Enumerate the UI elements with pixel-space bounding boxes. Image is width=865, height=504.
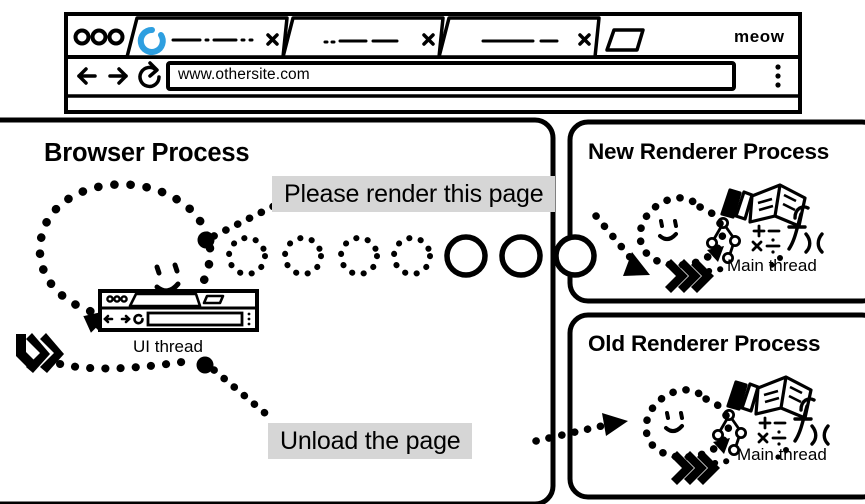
chevron-arrows-icon <box>16 333 64 373</box>
dotted-circle-icon <box>226 235 268 277</box>
dotted-circle-icon <box>391 235 433 277</box>
chevron-arrows-icon <box>665 259 714 293</box>
loading-spinner-icon <box>137 26 166 55</box>
message-unload-request: Unload the page <box>268 423 473 459</box>
browser-window <box>64 12 802 114</box>
smiley-face-icon <box>664 411 684 433</box>
mini-browser-icon <box>98 289 259 332</box>
caption-main-thread-new: Main thread <box>727 256 817 275</box>
new-renderer-thread-art <box>636 183 824 293</box>
math-symbols-icon <box>751 224 781 254</box>
panel-title-old-renderer-process: Old Renderer Process <box>588 331 821 356</box>
solid-circle-icon <box>499 234 543 278</box>
tab-close-icon[interactable] <box>578 33 591 46</box>
math-symbols-icon <box>757 416 787 446</box>
caption-ui-thread: UI thread <box>133 337 203 356</box>
function-icon <box>793 397 830 446</box>
solid-circle-icon <box>444 234 488 278</box>
back-arrow-icon[interactable] <box>77 67 97 85</box>
function-icon <box>787 205 824 254</box>
dom-tree-icon <box>706 216 742 264</box>
reload-icon[interactable] <box>138 61 161 89</box>
panel-new-renderer-process <box>567 119 865 304</box>
tab-2[interactable] <box>281 16 445 59</box>
dotted-loop-icon <box>636 194 727 269</box>
book-icon <box>720 183 807 228</box>
chevron-arrows-icon <box>671 451 720 485</box>
tab-close-icon[interactable] <box>422 33 435 46</box>
solid-circle-icon <box>553 234 597 278</box>
dom-tree-icon <box>712 408 748 456</box>
message-render-request: Please render this page <box>272 176 556 212</box>
three-dot-menu-icon[interactable] <box>775 64 781 88</box>
render-request-arrow <box>197 201 650 276</box>
dotted-loop-icon <box>642 386 733 461</box>
tab-close-icon[interactable] <box>266 33 279 46</box>
dotted-trail <box>56 358 186 373</box>
panel-title-browser-process: Browser Process <box>44 139 250 167</box>
book-icon <box>726 375 813 420</box>
brand-label: meow <box>734 27 785 46</box>
smiley-face-icon <box>658 219 678 241</box>
dotted-circle-icon <box>338 235 380 277</box>
forward-arrow-icon[interactable] <box>108 67 128 85</box>
unload-request-arrow <box>196 356 628 445</box>
address-bar[interactable] <box>166 61 736 91</box>
task-queue <box>226 234 597 278</box>
tab-1-active[interactable] <box>125 16 289 59</box>
dotted-circle-icon <box>282 235 324 277</box>
address-bar-value[interactable]: www.othersite.com <box>178 66 310 83</box>
panel-title-new-renderer-process: New Renderer Process <box>588 139 830 164</box>
three-circles-icon[interactable] <box>73 28 125 46</box>
caption-main-thread-old: Main thread <box>737 445 827 464</box>
tab-3[interactable] <box>437 16 601 59</box>
new-tab-icon[interactable] <box>605 28 645 52</box>
old-renderer-thread-art <box>642 375 830 485</box>
